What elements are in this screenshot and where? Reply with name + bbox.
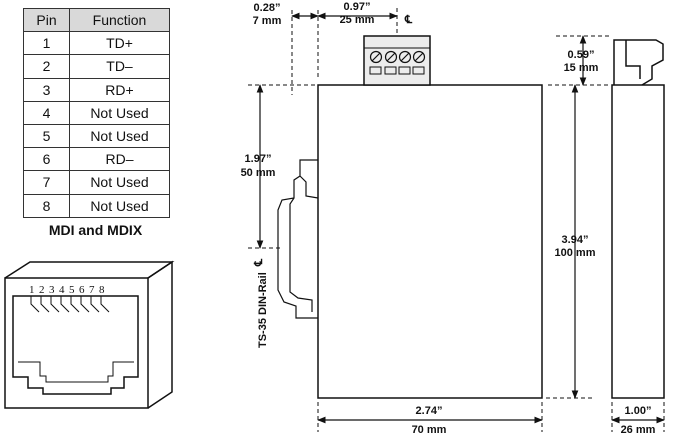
rj45-connector-drawing (4, 260, 175, 409)
pin-number-cell: 5 (23, 123, 70, 149)
connector-contacts (30, 296, 110, 313)
terminal-block-top (363, 35, 431, 49)
dim-rail-height-in: 1.97” (245, 153, 272, 165)
dim-terminal-offset-in: 0.97” (344, 1, 371, 13)
pin-number-label: 1 (29, 284, 35, 296)
din-rail-label: TS-35 DIN-Rail (257, 272, 269, 348)
pin-function-cell: RD– (69, 147, 170, 172)
centerline-symbol: ℄ (404, 14, 413, 26)
dim-left-offset-mm: 7 mm (253, 15, 282, 27)
side-body (611, 84, 665, 399)
pin-number-cell: 6 (23, 147, 70, 172)
device-body (317, 84, 543, 399)
pin-function-cell: Not Used (69, 193, 170, 218)
dim-terminal-height-in: 0.59” (568, 49, 595, 61)
dim-body-height-in: 3.94” (562, 234, 589, 246)
connector-top-face (4, 261, 175, 279)
pin-number-cell: 7 (23, 170, 70, 195)
side-terminal-block (613, 39, 664, 86)
din-rail-profile (277, 159, 319, 319)
pin-number-label: 5 (69, 284, 75, 296)
pin-function-cell: TD– (69, 54, 170, 79)
pin-number-label: 3 (49, 284, 55, 296)
dim-left-offset-in: 0.28” (254, 2, 281, 14)
pin-column-header: Pin (23, 7, 70, 33)
terminal-wire-slots (369, 66, 425, 75)
dim-depth-mm: 26 mm (621, 424, 656, 436)
dim-body-width-in: 2.74” (416, 405, 443, 417)
pin-function-cell: Not Used (69, 123, 170, 149)
dim-body-width-mm: 70 mm (412, 424, 447, 436)
pin-number-label: 7 (89, 284, 95, 296)
dim-terminal-offset-mm: 25 mm (340, 14, 375, 26)
pin-number-label: 2 (39, 284, 45, 296)
terminal-block (363, 35, 431, 86)
dim-rail-height-mm: 50 mm (241, 167, 276, 179)
rail-centerline-symbol: ℄ (253, 258, 265, 267)
front-view (277, 35, 543, 399)
pin-function-cell: TD+ (69, 31, 170, 56)
terminal-screws (369, 50, 426, 64)
connector-front-face (4, 277, 149, 409)
dim-depth-in: 1.00” (625, 405, 652, 417)
dim-body-height-mm: 100 mm (555, 247, 596, 259)
pin-number-cell: 4 (23, 100, 70, 125)
pin-number-cell: 8 (23, 193, 70, 218)
connector-jack-opening (12, 295, 139, 395)
dim-terminal-height-mm: 15 mm (564, 62, 599, 74)
dimension-arrows (256, 12, 665, 424)
pin-function-cell: RD+ (69, 77, 170, 102)
pin-function-cell: Not Used (69, 170, 170, 195)
pin-function-cell: Not Used (69, 100, 170, 125)
pin-number-label: 8 (99, 284, 105, 296)
pin-number-cell: 2 (23, 54, 70, 79)
dimension-labels: 0.28” 7 mm 0.97” 25 mm ℄ 0.59” 15 mm 1.9… (241, 1, 656, 436)
connector-latch (18, 361, 134, 383)
connector-side-face (147, 260, 173, 409)
connector-pin-numbers: 1 2 3 4 5 6 7 8 (29, 284, 105, 296)
pin-number-label: 6 (79, 284, 85, 296)
dimension-lines (248, 8, 665, 432)
pin-number-cell: 3 (23, 77, 70, 102)
table-caption: MDI and MDIX (48, 222, 143, 238)
side-view (611, 39, 665, 399)
pin-number-label: 4 (59, 284, 65, 296)
